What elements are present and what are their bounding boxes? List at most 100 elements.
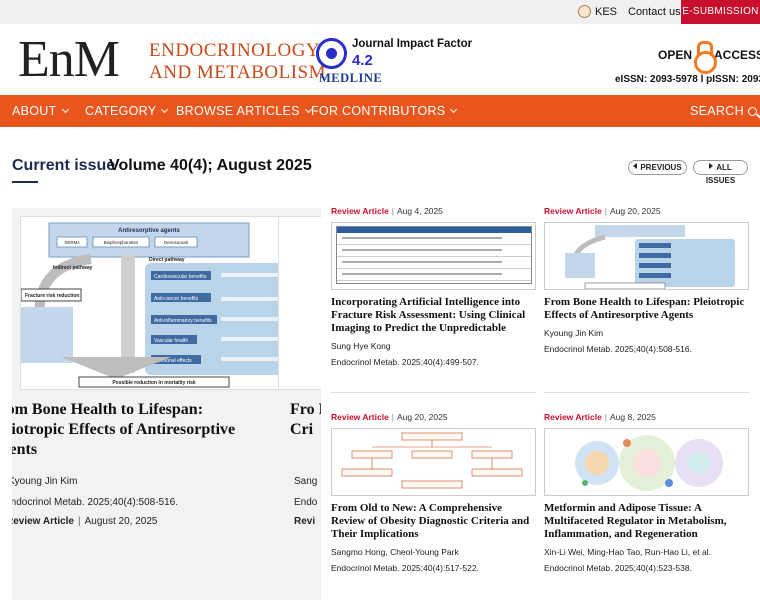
thumb-header bbox=[337, 227, 531, 233]
journal-logo[interactable]: EnM bbox=[18, 31, 120, 88]
featured-author: Kyoung Jin Kim bbox=[12, 476, 78, 487]
medline-label: MEDLINE bbox=[319, 71, 383, 85]
article-card[interactable]: Review Article|Aug 8, 2025 Metformin and… bbox=[544, 412, 749, 573]
featured-title[interactable]: From Bone Health to Lifespan: Pleiotropi… bbox=[12, 401, 236, 458]
issn-info: eISSN: 2093-5978 l pISSN: 2093-596X bbox=[615, 74, 760, 85]
figure-fracture: Fracture risk reduction bbox=[25, 293, 79, 299]
featured-title-next[interactable]: Fro Rev Cri bbox=[290, 401, 321, 438]
e-submission-button[interactable]: E-SUBMISSION bbox=[681, 0, 760, 24]
article-thumbnail[interactable] bbox=[331, 428, 536, 496]
impact-factor-value: 4.2 bbox=[352, 52, 373, 69]
article-title[interactable]: Metformin and Adipose Tissue: A Multifac… bbox=[544, 502, 727, 540]
card-divider bbox=[544, 392, 749, 393]
nav-category[interactable]: CATEGORY bbox=[85, 104, 169, 118]
nav-browse-articles[interactable]: BROWSE ARTICLES bbox=[176, 104, 312, 118]
article-card[interactable]: Review Article|Aug 4, 2025 Incorporating… bbox=[331, 206, 536, 367]
nav-about[interactable]: ABOUT bbox=[12, 104, 69, 118]
previous-issue-button[interactable]: PREVIOUS bbox=[628, 160, 687, 175]
issue-volume: Volume 40(4); August 2025 bbox=[109, 157, 312, 174]
search-icon bbox=[747, 107, 757, 116]
nav-for-contributors[interactable]: FOR CONTRIBUTORS bbox=[311, 104, 458, 118]
main-nav: ABOUT CATEGORY BROWSE ARTICLES FOR CONTR… bbox=[0, 95, 760, 127]
featured-figure-next[interactable] bbox=[278, 216, 321, 390]
nav-category-label: CATEGORY bbox=[85, 104, 157, 118]
article-title[interactable]: Incorporating Artificial Intelligence in… bbox=[331, 296, 526, 334]
thumbnail-table-graphic bbox=[336, 226, 532, 284]
all-issues-button[interactable]: ALL ISSUES bbox=[693, 160, 748, 185]
kes-logo-icon bbox=[578, 5, 591, 18]
featured-figure[interactable]: Antiresorptive agents SERMs Bisphosphona… bbox=[20, 216, 308, 390]
featured-author-next: Sang bbox=[294, 476, 318, 487]
figure-vascular: Vascular health bbox=[154, 338, 188, 344]
figure-denosumab: Denosumab bbox=[164, 240, 189, 245]
meta-separator: | bbox=[391, 412, 395, 422]
featured-date: August 20, 2025 bbox=[84, 516, 158, 527]
featured-figure-graphic: Antiresorptive agents SERMs Bisphosphona… bbox=[21, 217, 307, 389]
figure-serms: SERMs bbox=[64, 240, 80, 245]
thumb-row bbox=[337, 269, 531, 281]
article-citation: Endocrinol Metab. 2025;40(4):523-538. bbox=[544, 563, 692, 573]
kes-link[interactable]: KES bbox=[578, 5, 617, 18]
open-access-logo: OPEN ACCESS bbox=[658, 41, 760, 74]
article-date: Aug 20, 2025 bbox=[397, 412, 448, 422]
open-lock-icon bbox=[694, 41, 718, 74]
card-meta: Review Article|Aug 20, 2025 bbox=[544, 206, 749, 217]
figure-heading: Antiresorptive agents bbox=[118, 228, 180, 234]
chevron-down-icon bbox=[61, 105, 69, 114]
current-issue-label: Current issue bbox=[12, 157, 116, 174]
article-date: Aug 20, 2025 bbox=[610, 206, 661, 216]
chevron-down-icon bbox=[450, 105, 458, 114]
article-title[interactable]: From Bone Health to Lifespan: Pleiotropi… bbox=[544, 296, 745, 321]
card-divider bbox=[331, 392, 536, 393]
site-header: EnM ENDOCRINOLOGY AND METABOLISM Journal… bbox=[0, 24, 760, 95]
thumb-row bbox=[337, 257, 531, 269]
thumbnail-bone-graphic bbox=[565, 225, 735, 289]
triangle-right-icon bbox=[709, 163, 714, 169]
article-date: Aug 8, 2025 bbox=[610, 412, 656, 422]
article-thumbnail[interactable] bbox=[331, 222, 536, 290]
card-meta: Review Article|Aug 4, 2025 bbox=[331, 206, 536, 217]
featured-carousel[interactable]: Antiresorptive agents SERMs Bisphosphona… bbox=[12, 208, 321, 600]
figure-indirect: Indirect pathway bbox=[53, 265, 93, 271]
nav-search[interactable]: SEARCH bbox=[690, 104, 757, 118]
article-thumbnail[interactable] bbox=[544, 428, 749, 496]
article-type: Review Article bbox=[331, 206, 389, 216]
triangle-left-icon bbox=[633, 163, 638, 169]
featured-type-next: Revi bbox=[294, 516, 316, 527]
figure-hormonal: Hormonal effects bbox=[154, 358, 192, 364]
article-type: Review Article bbox=[331, 412, 389, 422]
nav-browse-label: BROWSE ARTICLES bbox=[176, 104, 300, 118]
article-type: Review Article bbox=[544, 412, 602, 422]
article-thumbnail[interactable] bbox=[544, 222, 749, 290]
figure-cardio: Cardiovascular benefits bbox=[154, 274, 207, 280]
meta-separator: | bbox=[604, 412, 608, 422]
contact-us-link[interactable]: Contact us bbox=[628, 6, 681, 18]
article-card[interactable]: Review Article|Aug 20, 2025 From Old to … bbox=[331, 412, 536, 573]
article-citation: Endocrinol Metab. 2025;40(4):517-522. bbox=[331, 563, 479, 573]
top-bar: KES Contact us E-SUBMISSION bbox=[0, 0, 760, 24]
figure-direct: Direct pathway bbox=[149, 257, 185, 263]
impact-factor-badge-icon bbox=[316, 38, 347, 69]
thumbnail-circles-graphic bbox=[575, 435, 723, 491]
journal-title[interactable]: ENDOCRINOLOGY AND METABOLISM bbox=[149, 40, 326, 84]
article-card[interactable]: Review Article|Aug 20, 2025 From Bone He… bbox=[544, 206, 749, 354]
featured-citation: Endocrinol Metab. 2025;40(4):508-516. bbox=[12, 497, 179, 508]
kes-label: KES bbox=[595, 5, 618, 18]
impact-factor-label: Journal Impact Factor bbox=[352, 38, 473, 50]
featured-sep: | bbox=[78, 516, 81, 527]
figure-inflammatory: Anti-inflammatory benefits bbox=[154, 318, 212, 324]
figure-mortality: Possible reduction in mortality risk bbox=[112, 380, 196, 386]
figure-cancer: Anti-cancer benefits bbox=[154, 296, 199, 302]
chevron-down-icon bbox=[161, 105, 169, 114]
article-authors: Sangmo Hong, Cheol-Young Park bbox=[331, 547, 459, 557]
thumb-row bbox=[337, 245, 531, 257]
article-date: Aug 4, 2025 bbox=[397, 206, 443, 216]
featured-meta: Review Article|August 20, 2025 bbox=[12, 516, 157, 527]
open-access-left: OPEN bbox=[658, 48, 693, 62]
previous-label: PREVIOUS bbox=[640, 163, 682, 172]
all-issues-label: ALL ISSUES bbox=[705, 163, 736, 185]
thumbnail-flow-graphic bbox=[341, 432, 523, 489]
journal-title-line1: ENDOCRINOLOGY bbox=[149, 40, 321, 61]
nav-search-label: SEARCH bbox=[690, 104, 744, 118]
article-title[interactable]: From Old to New: A Comprehensive Review … bbox=[331, 502, 530, 540]
